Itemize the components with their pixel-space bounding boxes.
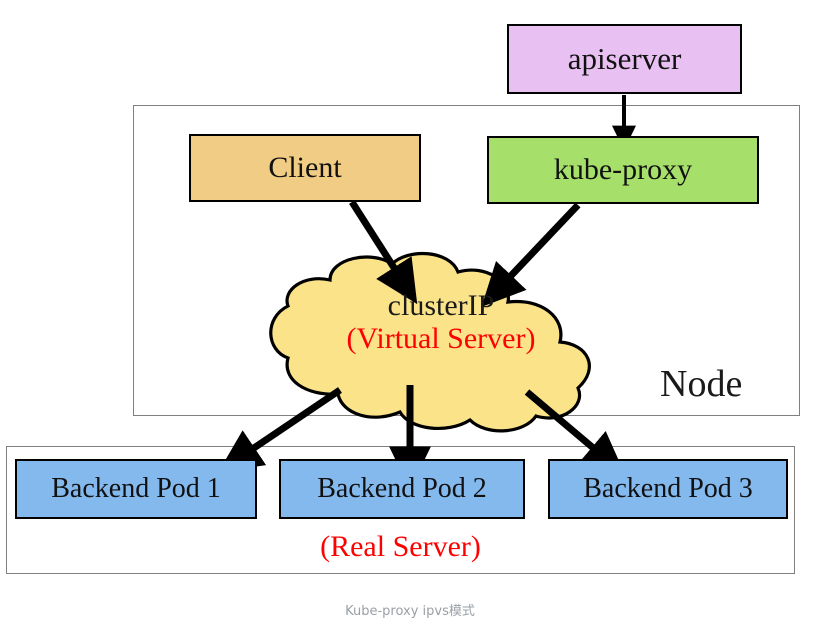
kube-proxy-node[interactable]: kube-proxy	[487, 136, 759, 204]
edge-client-to-clusterip	[349, 200, 418, 305]
figure-caption: Kube-proxy ipvs模式	[345, 604, 475, 619]
backend-pod-1[interactable]: Backend Pod 1	[15, 459, 257, 519]
real-server-label: (Real Server)	[320, 530, 481, 563]
client-node[interactable]: Client	[189, 134, 421, 202]
edge-clusterip-to-pod1	[218, 387, 342, 472]
edge-clusterip-to-pod3	[524, 389, 626, 476]
apiserver-node[interactable]: apiserver	[507, 24, 742, 94]
edge-kubeproxy-to-clusterip	[481, 202, 581, 307]
backend-pod-3[interactable]: Backend Pod 3	[548, 459, 788, 519]
backend-pod-2[interactable]: Backend Pod 2	[279, 459, 525, 519]
node-label: Node	[660, 363, 743, 405]
clusterip-cloud	[269, 251, 591, 433]
